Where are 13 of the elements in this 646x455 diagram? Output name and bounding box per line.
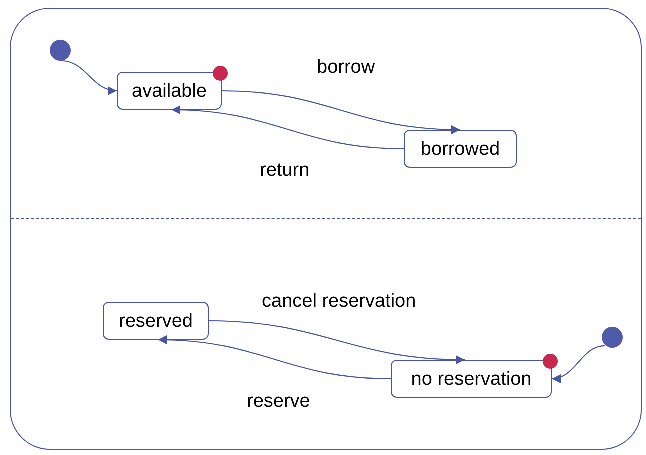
state-box: borrowed: [404, 130, 517, 168]
transition-arrow: [222, 90, 461, 134]
edge-label: cancel reservation: [262, 292, 416, 311]
transition-arrow: [552, 345, 606, 382]
transition-arrow: [158, 336, 392, 380]
edge-label: reserve: [247, 392, 310, 411]
transition-arrow: [172, 106, 404, 150]
transition-arrow: [62, 60, 118, 95]
composite-state-box: [10, 8, 642, 450]
edge-label: borrow: [317, 58, 376, 77]
edge-label: return: [260, 161, 310, 180]
transition-arrow: [208, 320, 466, 364]
state-box: reserved: [103, 302, 209, 340]
